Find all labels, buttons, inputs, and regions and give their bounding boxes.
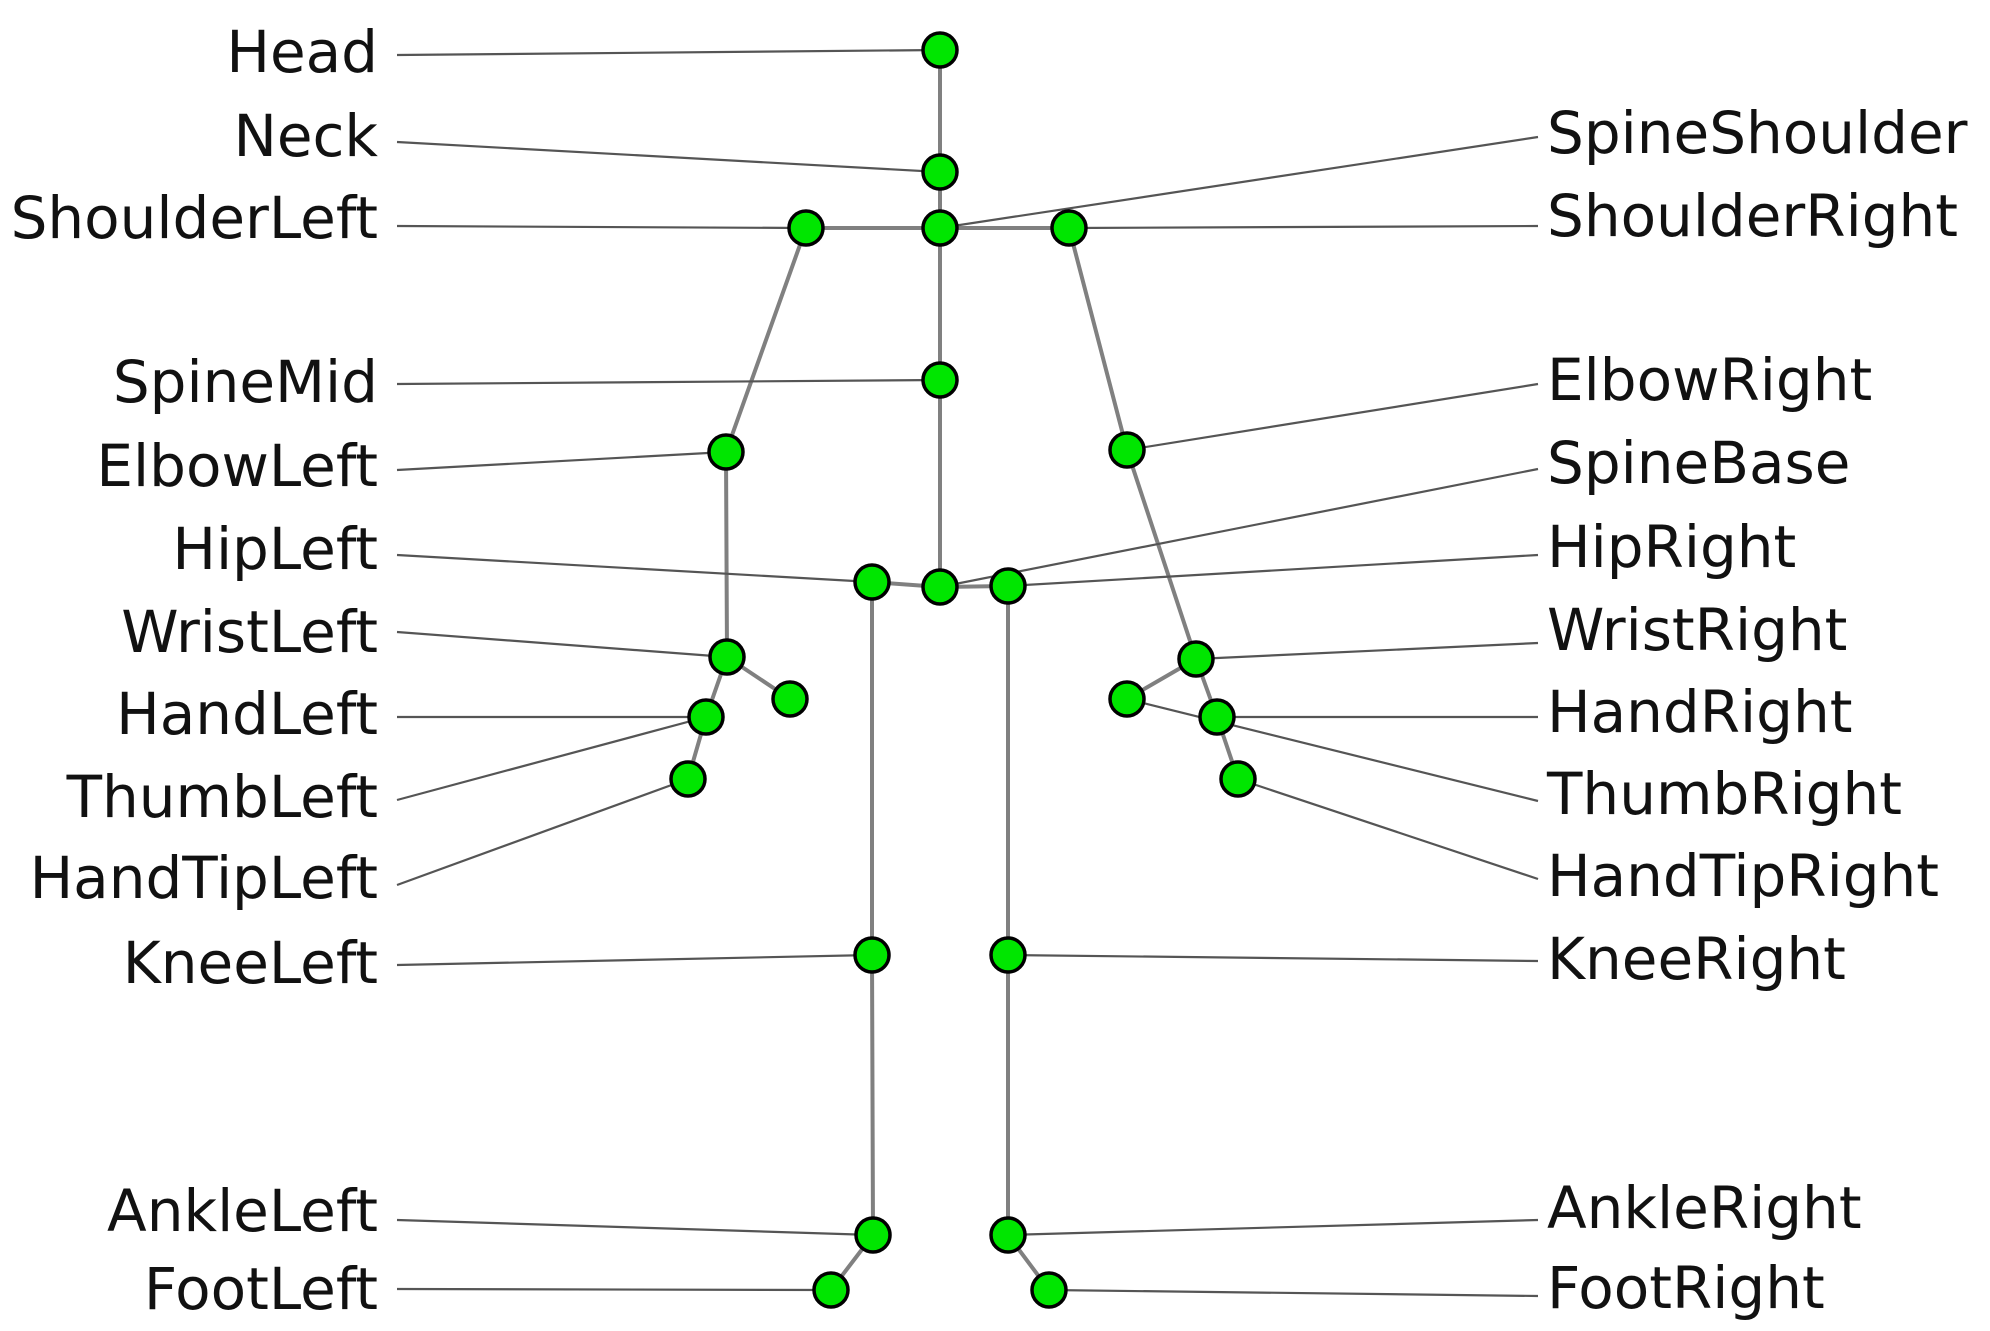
joint-hip-right bbox=[989, 567, 1027, 605]
label-spine-shoulder: SpineShoulder bbox=[1547, 99, 1968, 167]
bone-forearm-right bbox=[1125, 448, 1198, 661]
joint-spine-mid bbox=[921, 361, 959, 399]
label-hip-left: HipLeft bbox=[172, 515, 378, 583]
leader-wrist-right bbox=[1195, 641, 1539, 661]
joint-hand-tip-left bbox=[669, 760, 707, 798]
joint-knee-right bbox=[989, 936, 1027, 974]
label-hand-tip-right: HandTipRight bbox=[1547, 842, 1939, 910]
label-wrist-left: WristLeft bbox=[121, 598, 378, 666]
label-hip-right: HipRight bbox=[1547, 513, 1796, 581]
leader-shoulder-right bbox=[1068, 224, 1539, 230]
label-elbow-right: ElbowRight bbox=[1547, 346, 1872, 414]
leader-shoulder-left bbox=[396, 224, 807, 230]
label-shoulder-left: ShoulderLeft bbox=[11, 184, 378, 252]
label-shoulder-right: ShoulderRight bbox=[1547, 182, 1958, 250]
leader-hip-right bbox=[1007, 553, 1539, 588]
right-labels: SpineShoulder ShoulderRight ElbowRight S… bbox=[1546, 99, 1968, 1322]
label-foot-right: FootRight bbox=[1547, 1254, 1825, 1322]
label-spine-mid: SpineMid bbox=[113, 348, 378, 416]
leader-spine-mid bbox=[396, 378, 941, 386]
leader-knee-left bbox=[396, 953, 873, 967]
joint-neck bbox=[921, 153, 959, 191]
leader-neck bbox=[396, 140, 941, 174]
leader-elbow-right bbox=[1126, 382, 1539, 452]
label-hand-left: HandLeft bbox=[116, 680, 378, 748]
label-knee-left: KneeLeft bbox=[123, 929, 378, 997]
label-thumb-right: ThumbRight bbox=[1546, 760, 1902, 828]
joint-thumb-right bbox=[1108, 680, 1146, 718]
leader-spine-shoulder bbox=[939, 135, 1539, 230]
leader-knee-right bbox=[1007, 953, 1539, 963]
leader-elbow-left bbox=[396, 450, 727, 472]
label-knee-right: KneeRight bbox=[1547, 925, 1846, 993]
leader-foot-right bbox=[1048, 1288, 1539, 1298]
leader-ankle-right bbox=[1007, 1218, 1539, 1237]
bone-upper-arm-left bbox=[724, 226, 808, 454]
leader-hip-left bbox=[396, 553, 873, 584]
label-hand-right: HandRight bbox=[1547, 678, 1852, 746]
joint-ankle-right bbox=[989, 1216, 1027, 1254]
label-foot-left: FootLeft bbox=[144, 1255, 378, 1323]
label-ankle-right: AnkleRight bbox=[1547, 1174, 1862, 1242]
joint-ankle-left bbox=[854, 1216, 892, 1254]
skeleton-joints bbox=[669, 31, 1257, 1309]
leader-hand-tip-left bbox=[396, 777, 689, 887]
leader-thumb-left bbox=[396, 715, 707, 802]
label-leader-lines bbox=[396, 48, 1539, 1298]
joint-thumb-left bbox=[771, 680, 809, 718]
joint-foot-left bbox=[812, 1271, 850, 1309]
bone-forearm-left bbox=[724, 450, 729, 659]
joint-shoulder-right bbox=[1050, 209, 1088, 247]
leader-foot-left bbox=[396, 1287, 832, 1292]
leader-ankle-left bbox=[396, 1218, 874, 1237]
leader-hand-tip-right bbox=[1237, 777, 1539, 881]
skeleton-bones bbox=[686, 48, 1240, 1292]
leader-head bbox=[396, 48, 941, 57]
joint-spine-shoulder bbox=[921, 209, 959, 247]
bone-shin-left bbox=[870, 953, 875, 1237]
left-labels: Head Neck ShoulderLeft SpineMid ElbowLef… bbox=[11, 18, 379, 1323]
label-wrist-right: WristRight bbox=[1547, 596, 1847, 664]
joint-wrist-right bbox=[1177, 640, 1215, 678]
joint-hand-right bbox=[1198, 698, 1236, 736]
label-spine-base: SpineBase bbox=[1547, 429, 1850, 497]
joint-elbow-right bbox=[1108, 431, 1146, 469]
joint-foot-right bbox=[1030, 1271, 1068, 1309]
joint-wrist-left bbox=[708, 638, 746, 676]
joint-shoulder-left bbox=[787, 209, 825, 247]
joint-hip-left bbox=[853, 563, 891, 601]
joint-knee-left bbox=[853, 936, 891, 974]
label-ankle-left: AnkleLeft bbox=[107, 1177, 378, 1245]
leader-spine-base bbox=[939, 467, 1539, 589]
label-hand-tip-left: HandTipLeft bbox=[30, 844, 378, 912]
label-thumb-left: ThumbLeft bbox=[66, 763, 378, 831]
leader-wrist-left bbox=[396, 630, 728, 659]
joint-hand-left bbox=[687, 698, 725, 736]
label-head: Head bbox=[226, 18, 378, 86]
joint-spine-base bbox=[921, 568, 959, 606]
leader-thumb-right bbox=[1126, 697, 1539, 803]
joint-hand-tip-right bbox=[1219, 760, 1257, 798]
joint-elbow-left bbox=[707, 433, 745, 471]
joint-head bbox=[921, 31, 959, 69]
bone-upper-arm-right bbox=[1067, 226, 1129, 452]
label-neck: Neck bbox=[233, 102, 378, 170]
label-elbow-left: ElbowLeft bbox=[96, 432, 378, 500]
